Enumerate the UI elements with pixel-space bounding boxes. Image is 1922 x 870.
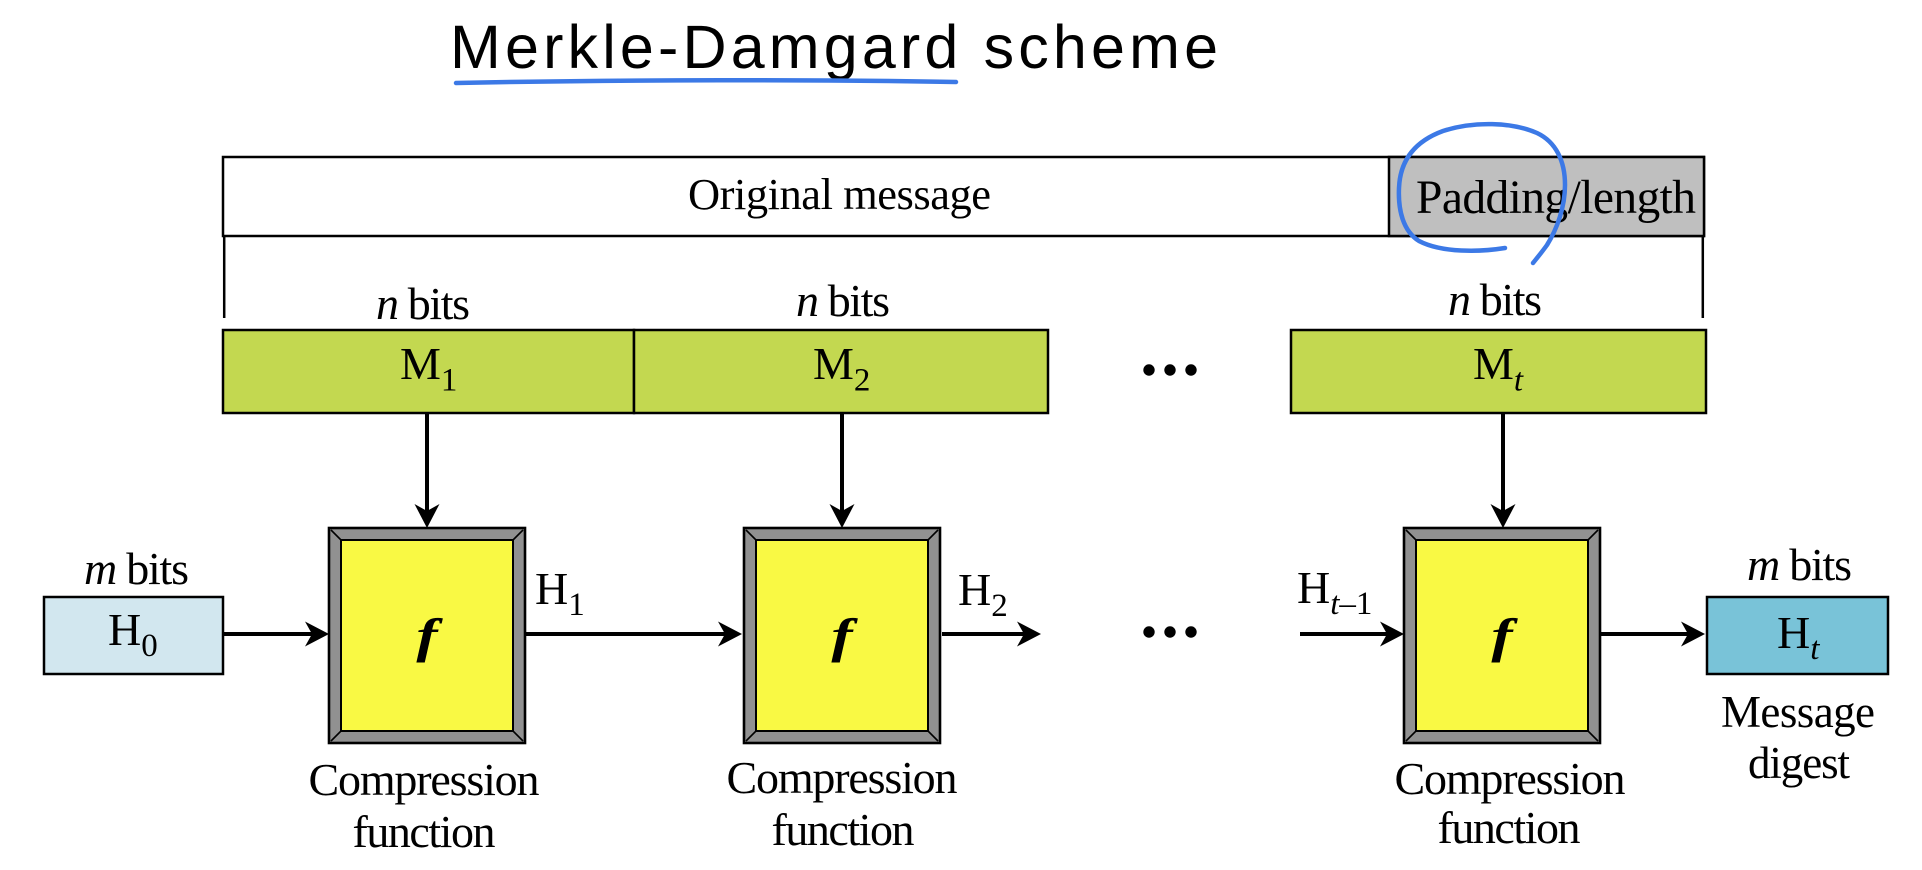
svg-text:Padding/length: Padding/length <box>1416 172 1696 224</box>
svg-text:Compression: Compression <box>1395 753 1626 804</box>
svg-text:function: function <box>772 804 915 855</box>
svg-text:H2: H2 <box>958 564 1008 624</box>
svg-text:Compression: Compression <box>727 752 958 803</box>
svg-text:n bits: n bits <box>1448 274 1542 325</box>
svg-text:Compression: Compression <box>309 754 540 805</box>
svg-text:H1: H1 <box>535 563 585 623</box>
svg-text:Merkle-Damgard scheme: Merkle-Damgard scheme <box>450 13 1218 81</box>
svg-text:m bits: m bits <box>84 543 189 594</box>
svg-text:n bits: n bits <box>796 275 890 326</box>
svg-text:digest: digest <box>1748 738 1850 788</box>
svg-text:Original message: Original message <box>688 169 991 219</box>
svg-text:m bits: m bits <box>1747 539 1852 590</box>
svg-text:n bits: n bits <box>376 278 470 329</box>
svg-text:Message: Message <box>1721 687 1875 737</box>
svg-text:function: function <box>353 806 496 857</box>
svg-text:Ht–1: Ht–1 <box>1297 562 1372 622</box>
svg-text:function: function <box>1438 802 1581 853</box>
svg-text:M1: M1 <box>400 338 457 399</box>
